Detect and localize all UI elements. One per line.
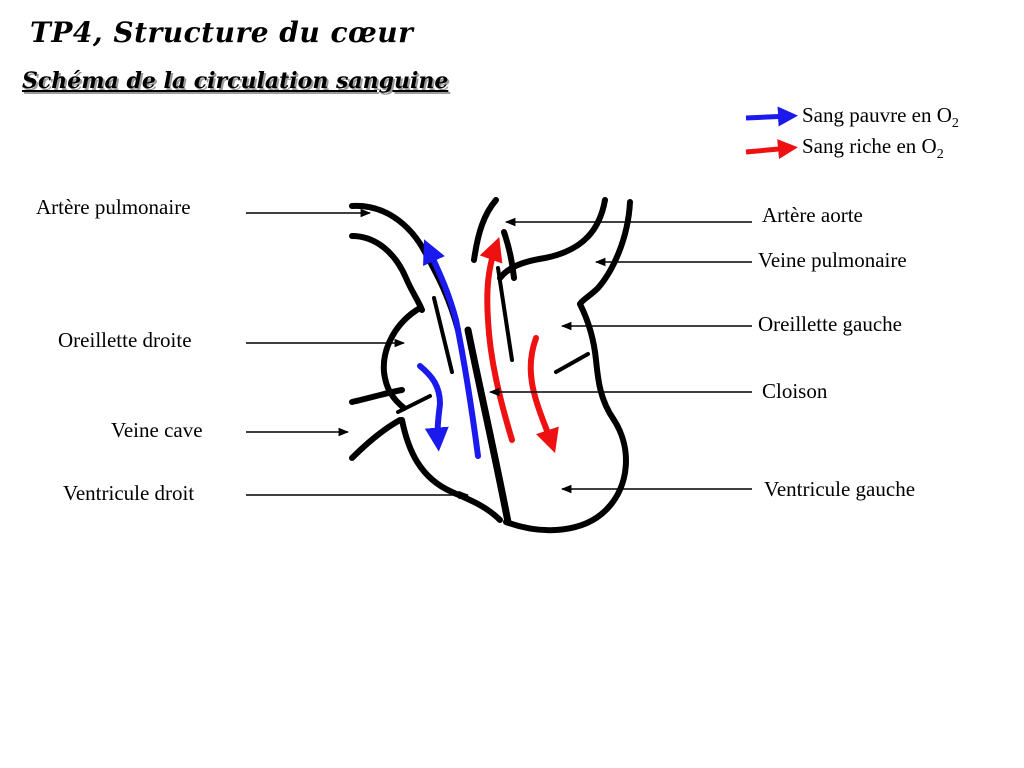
label-cloison: Cloison — [762, 379, 828, 403]
label-oreillette-gauche: Oreillette gauche — [758, 312, 903, 336]
heart-outline — [349, 197, 633, 534]
legend-arrows — [745, 106, 798, 160]
blue-flow-vena-cava — [417, 363, 449, 452]
blue-flow-pulmonary — [423, 239, 481, 459]
legend-blue: Sang pauvre en O2 — [802, 103, 959, 132]
red-flow-aorta — [479, 236, 515, 443]
legend-red-subscript: 2 — [936, 147, 944, 163]
legend-red: Sang riche en O2 — [802, 134, 944, 163]
label-ventricule-gauche: Ventricule gauche — [764, 477, 916, 501]
blood-flow-arrows — [417, 236, 559, 459]
label-veine-cave: Veine cave — [111, 418, 203, 442]
legend-blue-subscript: 2 — [951, 116, 959, 132]
label-oreillette-droite: Oreillette droite — [58, 328, 192, 352]
leader-lines — [246, 208, 752, 500]
page-subtitle: Schéma de la circulation sanguine — [22, 68, 449, 94]
legend-blue-label: Sang pauvre en O — [802, 103, 952, 127]
legend-red-label: Sang riche en O — [802, 134, 937, 158]
label-ventricule-droit: Ventricule droit — [63, 481, 195, 505]
label-artere-pulmonaire: Artère pulmonaire — [36, 195, 191, 219]
legend-red-arrow — [745, 139, 798, 160]
legend-blue-arrow — [745, 106, 798, 127]
label-veine-pulmonaire: Veine pulmonaire — [758, 248, 907, 272]
red-flow-left-heart — [527, 335, 559, 454]
label-artere-aorte: Artère aorte — [762, 203, 863, 227]
page-title: TP4, Structure du cœur — [30, 16, 414, 49]
